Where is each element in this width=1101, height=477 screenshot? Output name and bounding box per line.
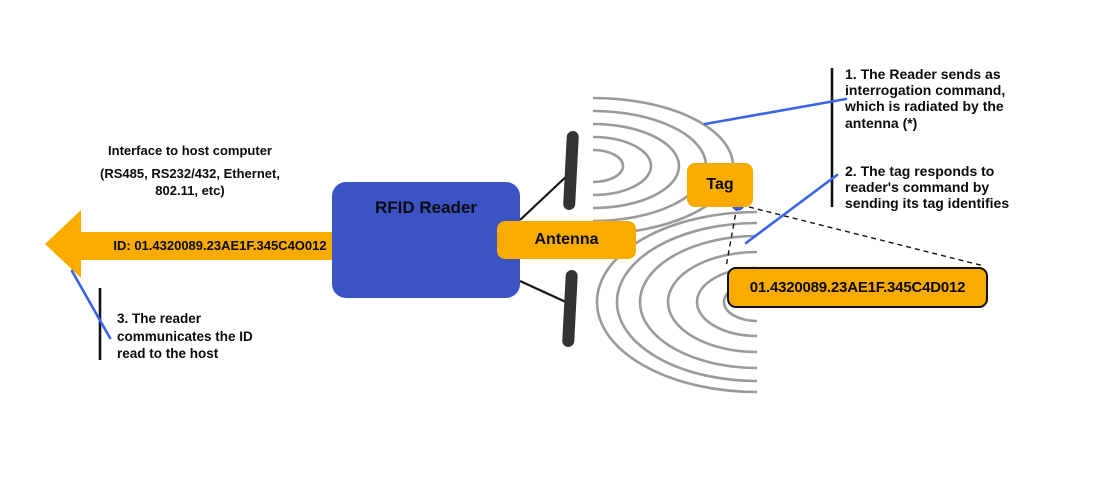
tag-id-value: 01.4320089.23AE1F.345C4D012 (749, 279, 966, 296)
note-line: which is radiated by the (845, 98, 1004, 115)
note-line: reader's command by (845, 179, 990, 196)
note-line: communicates the ID (117, 328, 253, 344)
feed-line-top (519, 172, 571, 221)
interface-note-line: (RS485, RS232/432, Ethernet, (100, 166, 280, 181)
host-arrow-id-label: ID: 01.4320089.23AE1F.345C4O012 (113, 238, 327, 253)
note-1: 1. The Reader sends as interrogation com… (845, 66, 1005, 131)
interface-note-line: 802.11, etc) (155, 183, 225, 198)
callout-line-1 (703, 97, 848, 126)
return-wave-arc (638, 234, 758, 370)
note-line: sending its tag identifies (845, 195, 1010, 212)
antenna-label: Antenna (534, 231, 599, 248)
return-wave-arc (666, 250, 758, 354)
dashed-line-to-id-left (725, 205, 738, 268)
callout-line-3 (70, 269, 112, 340)
antenna-box: Antenna (497, 221, 636, 259)
antenna-element-top (563, 131, 579, 210)
host-arrow (45, 210, 358, 278)
tag-label: Tag (706, 176, 734, 193)
note-line: 1. The Reader sends as (845, 66, 1001, 82)
forward-wave-arc (592, 135, 653, 197)
dashed-line-to-id-right (748, 206, 985, 267)
note-3: 3. The reader communicates the ID read t… (117, 310, 253, 363)
note-line: 2. The tag responds to (845, 163, 995, 179)
note-2: 2. The tag responds to reader's command … (845, 163, 1009, 212)
forward-wave-arc (592, 148, 625, 184)
note-line: interrogation command, (845, 82, 1006, 99)
note-line: antenna (*) (845, 114, 918, 131)
tag-box: Tag (687, 163, 753, 207)
return-wave-arc (615, 221, 758, 383)
antenna-element-bottom (562, 270, 578, 347)
forward-wave-arc (592, 122, 681, 210)
return-wave-arc (595, 210, 758, 394)
tag-id-box: 01.4320089.23AE1F.345C4D012 (727, 267, 988, 308)
note-line: 3. The reader (117, 311, 202, 326)
reader-box: RFID Reader (332, 182, 520, 298)
interface-note: Interface to host computer (RS485, RS232… (75, 142, 305, 199)
callout-line-2 (744, 173, 839, 245)
interface-note-line: Interface to host computer (108, 143, 272, 158)
reader-label: RFID Reader (374, 198, 478, 217)
feed-line-bottom (519, 280, 569, 304)
note-line: read to the host (117, 346, 219, 361)
